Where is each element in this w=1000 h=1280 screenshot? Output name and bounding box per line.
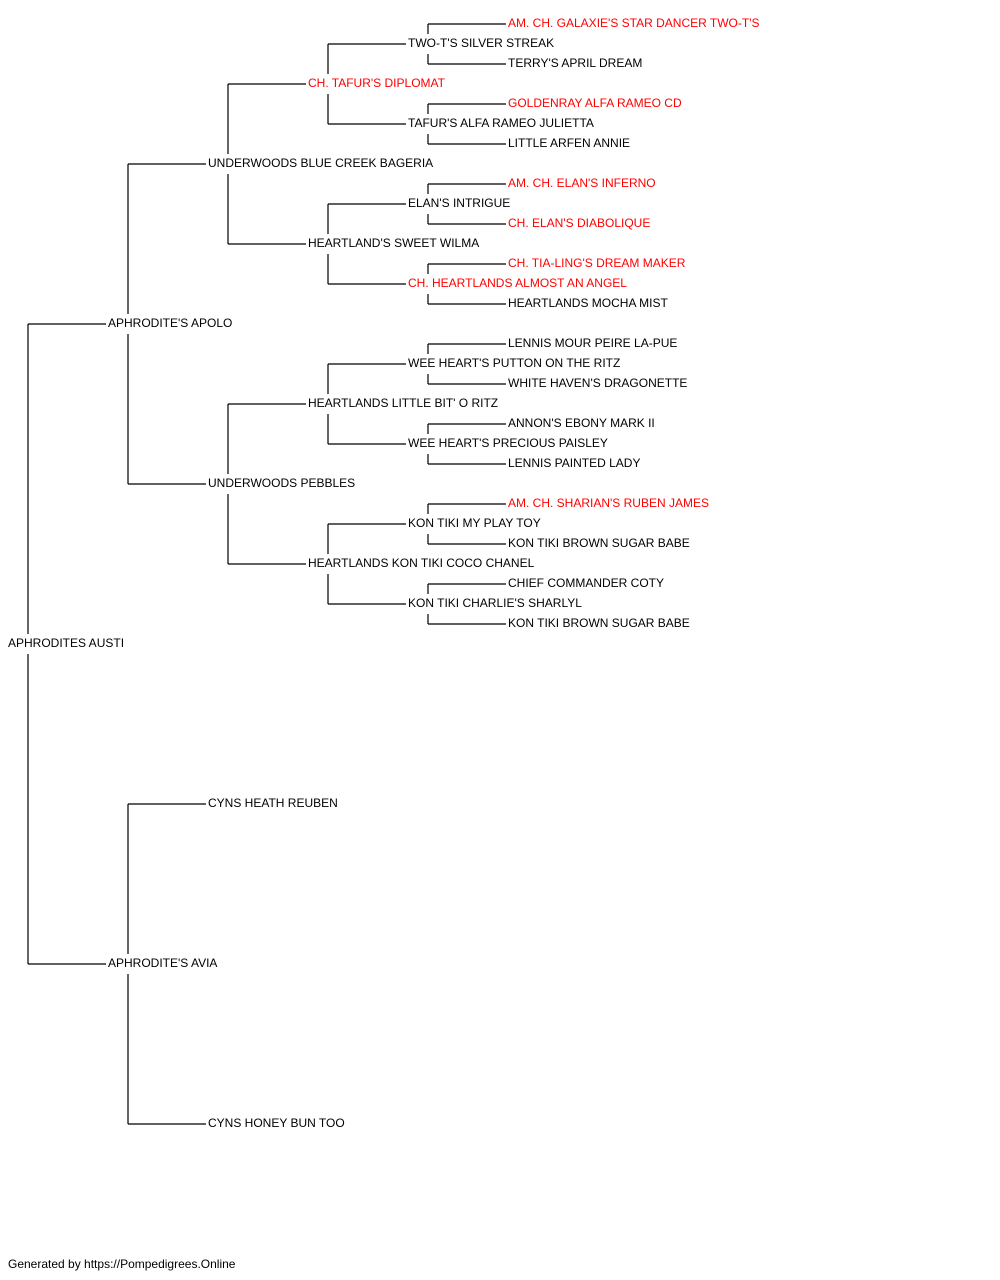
ancestor-name: CH. TAFUR'S DIPLOMAT <box>308 76 445 90</box>
ancestor-name: AM. CH. SHARIAN'S RUBEN JAMES <box>508 496 709 510</box>
ancestor-name: KON TIKI BROWN SUGAR BABE <box>508 616 690 630</box>
ancestor-name: HEARTLANDS LITTLE BIT' O RITZ <box>308 396 499 410</box>
ancestor-name: TERRY'S APRIL DREAM <box>508 56 643 70</box>
generated-by-footer: Generated by https://Pompedigrees.Online <box>8 1257 236 1271</box>
ancestor-name: APHRODITE'S APOLO <box>108 316 233 330</box>
ancestor-name: UNDERWOODS PEBBLES <box>208 476 356 490</box>
ancestor-name: CYNS HEATH REUBEN <box>208 796 338 810</box>
ancestor-name: APHRODITE'S AVIA <box>108 956 218 970</box>
ancestor-name: CH. ELAN'S DIABOLIQUE <box>508 216 651 230</box>
ancestor-name: LENNIS PAINTED LADY <box>508 456 641 470</box>
ancestor-name: CYNS HONEY BUN TOO <box>208 1116 345 1130</box>
ancestor-name: KON TIKI MY PLAY TOY <box>408 516 541 530</box>
ancestor-name: KON TIKI BROWN SUGAR BABE <box>508 536 690 550</box>
ancestor-name: ELAN'S INTRIGUE <box>408 196 511 210</box>
ancestor-name: CH. TIA-LING'S DREAM MAKER <box>508 256 686 270</box>
ancestor-name: WEE HEART'S PRECIOUS PAISLEY <box>408 436 608 450</box>
ancestor-name: WHITE HAVEN'S DRAGONETTE <box>508 376 688 390</box>
ancestor-name: AM. CH. GALAXIE'S STAR DANCER TWO-T'S <box>508 16 760 30</box>
subject-dog-name: APHRODITES AUSTI <box>8 636 125 650</box>
ancestor-name: LENNIS MOUR PEIRE LA-PUE <box>508 336 678 350</box>
ancestor-name: HEARTLANDS KON TIKI COCO CHANEL <box>308 556 535 570</box>
ancestor-name: GOLDENRAY ALFA RAMEO CD <box>508 96 682 110</box>
ancestor-name: TAFUR'S ALFA RAMEO JULIETTA <box>408 116 594 130</box>
ancestor-name: TWO-T'S SILVER STREAK <box>408 36 555 50</box>
ancestor-name: HEARTLANDS MOCHA MIST <box>508 296 668 310</box>
ancestor-name: CH. HEARTLANDS ALMOST AN ANGEL <box>408 276 627 290</box>
ancestor-name: KON TIKI CHARLIE'S SHARLYL <box>408 596 582 610</box>
ancestor-name: WEE HEART'S PUTTON ON THE RITZ <box>408 356 621 370</box>
ancestor-name: CHIEF COMMANDER COTY <box>508 576 664 590</box>
ancestor-name: AM. CH. ELAN'S INFERNO <box>508 176 656 190</box>
ancestor-name: LITTLE ARFEN ANNIE <box>508 136 631 150</box>
ancestor-name: ANNON'S EBONY MARK II <box>508 416 655 430</box>
ancestor-name: HEARTLAND'S SWEET WILMA <box>308 236 480 250</box>
ancestor-name: UNDERWOODS BLUE CREEK BAGERIA <box>208 156 434 170</box>
